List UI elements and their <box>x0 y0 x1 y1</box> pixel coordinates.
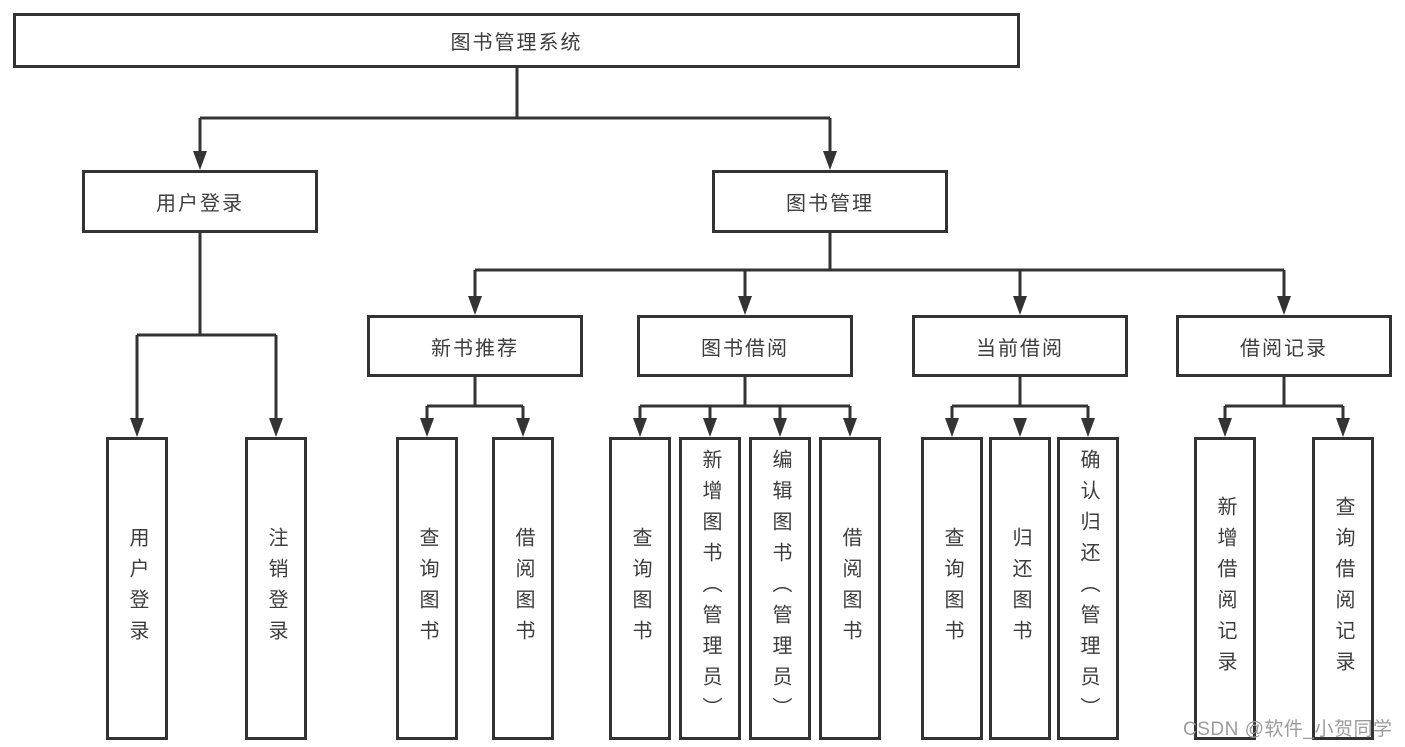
watermark-text: CSDN @软件_小贺同学 <box>1183 719 1393 740</box>
node-label: 图书管理 <box>786 193 874 215</box>
node-current-borrowing: 当前借阅 <box>912 315 1128 377</box>
leaf-label: 借阅图书 <box>512 526 534 651</box>
leaf-label: 查询图书 <box>941 526 963 651</box>
leaf-label: 编辑图书（管理员） <box>769 449 791 728</box>
leaf-label: 用户登录 <box>126 526 148 651</box>
node-label: 借阅记录 <box>1240 337 1328 360</box>
node-book-management: 图书管理 <box>712 170 948 233</box>
leaf-query-books-current: 查询图书 <box>921 437 983 740</box>
leaf-return-books: 归还图书 <box>989 437 1051 740</box>
leaf-label: 查询图书 <box>629 526 651 651</box>
leaf-label: 新增借阅记录 <box>1214 495 1236 682</box>
leaf-logout: 注销登录 <box>245 437 307 740</box>
node-label: 用户登录 <box>156 193 244 215</box>
leaf-user-login: 用户登录 <box>106 437 168 740</box>
leaf-label: 新增图书（管理员） <box>699 449 721 728</box>
node-label: 新书推荐 <box>431 337 519 360</box>
leaf-label: 归还图书 <box>1009 526 1031 651</box>
leaf-label: 借阅图书 <box>839 526 861 651</box>
node-new-book-recommendation: 新书推荐 <box>367 315 583 377</box>
leaf-edit-book-admin: 编辑图书（管理员） <box>749 437 811 740</box>
node-label: 图书管理系统 <box>450 32 583 54</box>
leaf-borrow-books-borrowing: 借阅图书 <box>819 437 881 740</box>
leaf-confirm-return-admin: 确认归还（管理员） <box>1057 437 1119 740</box>
node-label: 图书借阅 <box>701 337 789 360</box>
leaf-label: 确认归还（管理员） <box>1077 449 1099 728</box>
node-label: 当前借阅 <box>976 337 1064 360</box>
leaf-query-books-recommend: 查询图书 <box>396 437 458 740</box>
leaf-borrow-books-recommend: 借阅图书 <box>492 437 554 740</box>
node-user-login: 用户登录 <box>82 170 318 233</box>
leaf-add-book-admin: 新增图书（管理员） <box>679 437 741 740</box>
leaf-label: 查询借阅记录 <box>1332 495 1354 682</box>
node-borrowing-records: 借阅记录 <box>1176 315 1392 377</box>
node-library-management-system: 图书管理系统 <box>13 13 1020 68</box>
leaf-add-borrow-record: 新增借阅记录 <box>1194 437 1256 740</box>
leaf-label: 查询图书 <box>416 526 438 651</box>
node-book-borrowing: 图书借阅 <box>637 315 853 377</box>
leaf-label: 注销登录 <box>265 526 287 651</box>
leaf-query-books-borrowing: 查询图书 <box>609 437 671 740</box>
leaf-query-borrow-record: 查询借阅记录 <box>1312 437 1374 740</box>
